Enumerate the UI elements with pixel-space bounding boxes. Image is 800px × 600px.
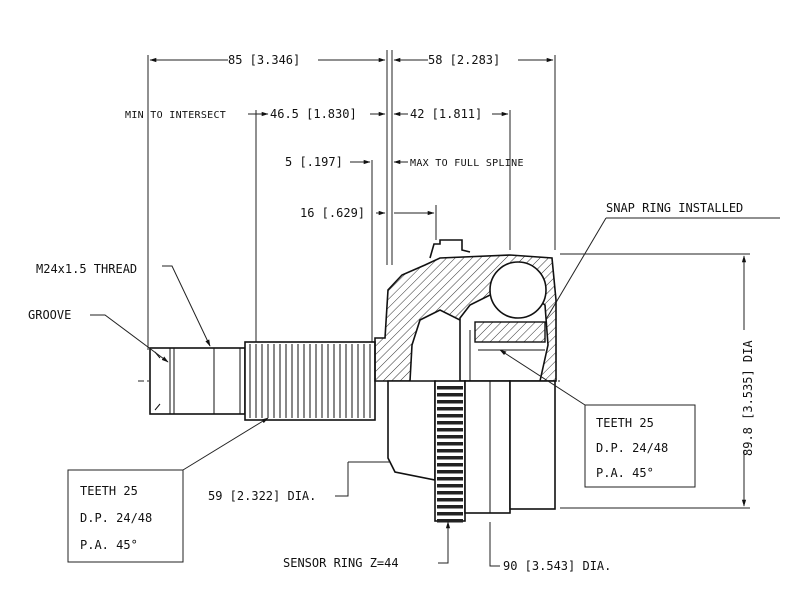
spec-left-pa: P.A. 45°	[80, 538, 138, 552]
groove-leader	[90, 314, 169, 363]
sensor-tooth	[437, 477, 463, 481]
spec-box-right	[584, 404, 696, 488]
stub-shaft	[149, 341, 376, 421]
sensor-tooth	[437, 393, 463, 397]
spec-right-pa: P.A. 45°	[596, 466, 654, 480]
thread-section	[149, 347, 246, 415]
dim-59-text: 59 [2.322] DIA.	[208, 489, 316, 503]
dim-5-text: 5 [.197]	[285, 155, 343, 169]
spec-right-leader	[499, 349, 586, 406]
sensor-tooth	[437, 463, 463, 467]
sensor-tooth	[437, 498, 463, 502]
sensor-tooth	[437, 456, 463, 460]
thread-label: M24x1.5 THREAD	[36, 262, 137, 276]
dim-58-text: 58 [2.283]	[428, 53, 500, 67]
sensor-tooth	[437, 442, 463, 446]
sensor-tooth	[437, 386, 463, 390]
dim-42-text: 42 [1.811]	[410, 107, 482, 121]
housing-lower-flange	[387, 380, 436, 481]
spec-left-dp: D.P. 24/48	[80, 511, 152, 525]
sensor-ring-label: SENSOR RING Z=44	[283, 556, 399, 570]
thread-leader	[162, 265, 211, 347]
sensor-tooth	[437, 428, 463, 432]
dim-16-text: 16 [.629]	[300, 206, 365, 220]
spec-left-leader	[182, 417, 269, 471]
dim-46-text: 46.5 [1.830]	[270, 107, 357, 121]
snap-ring-label: SNAP RING INSTALLED	[606, 201, 743, 215]
spline-teeth	[249, 344, 371, 418]
sensor-tooth	[437, 512, 463, 516]
sensor-ring-teeth	[437, 386, 463, 523]
spec-right-teeth: TEETH 25	[596, 416, 654, 430]
sensor-tooth	[437, 407, 463, 411]
dim-59-leader	[335, 480, 349, 497]
dim-90-leader	[489, 522, 500, 567]
housing-lower-outer	[509, 380, 556, 510]
sensor-ring-leader	[438, 521, 451, 564]
dim-90-text: 90 [3.543] DIA.	[503, 559, 611, 573]
spec-right-dp: D.P. 24/48	[596, 441, 668, 455]
sensor-tooth	[437, 400, 463, 404]
spec-left-teeth: TEETH 25	[80, 484, 138, 498]
housing-teeth-top	[429, 239, 471, 259]
cage	[474, 321, 546, 343]
sensor-tooth	[437, 414, 463, 418]
sensor-tooth	[437, 449, 463, 453]
bell-housing	[374, 239, 557, 523]
sensor-tooth	[437, 435, 463, 439]
dim-outer-text: 89.8 [3.535] DIA	[741, 340, 755, 456]
spec-box-left	[67, 469, 184, 563]
min-intersect-label: MIN TO INTERSECT	[125, 110, 226, 121]
sensor-tooth	[437, 519, 463, 523]
max-full-spline-label: MAX TO FULL SPLINE	[410, 158, 524, 169]
ball	[489, 261, 547, 319]
sensor-tooth	[437, 421, 463, 425]
sensor-tooth	[437, 484, 463, 488]
sensor-tooth	[437, 491, 463, 495]
sensor-tooth	[437, 505, 463, 509]
sensor-tooth	[437, 470, 463, 474]
groove-label: GROOVE	[28, 308, 71, 322]
dim-85-text: 85 [3.346]	[228, 53, 300, 67]
housing-lower-body	[464, 380, 511, 514]
